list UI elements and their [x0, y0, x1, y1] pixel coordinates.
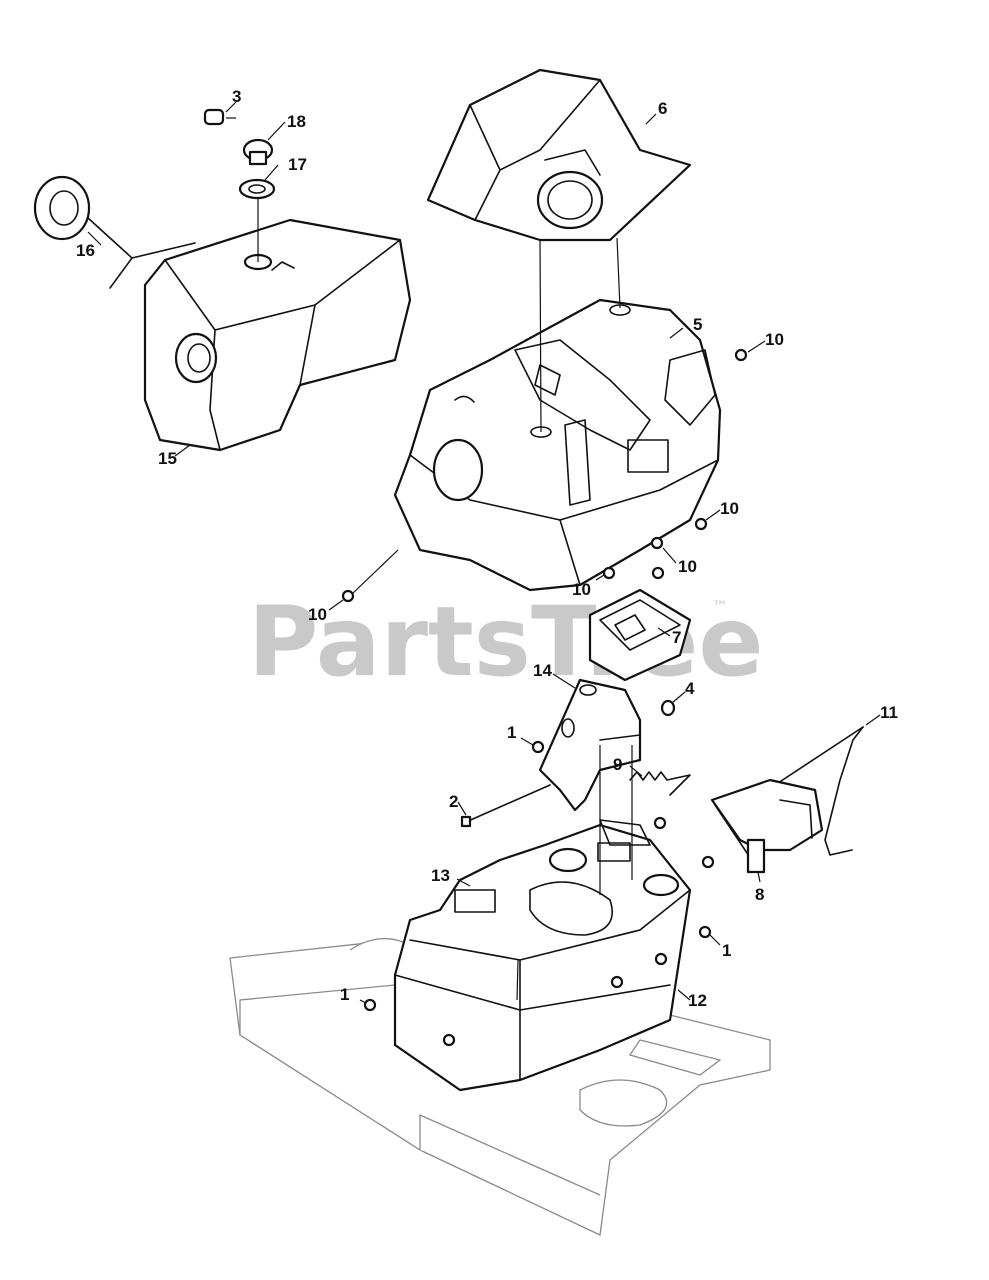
- callout-14: 14: [533, 661, 552, 680]
- callout-11: 11: [880, 703, 898, 722]
- part-3-pin: [203, 108, 225, 126]
- watermark-trademark: ™: [712, 597, 728, 616]
- callouts: 3 18 17 16 15 6 5 10 10 10 10 10 7 14 4 …: [76, 87, 898, 1010]
- callout-16: 16: [76, 241, 95, 260]
- fuel-tank-icon: [143, 218, 412, 452]
- part-17-grommet: [238, 178, 276, 200]
- callout-17: 17: [288, 155, 307, 174]
- callout-9: 9: [613, 755, 622, 774]
- callout-10a: 10: [765, 330, 784, 349]
- callout-1b: 1: [722, 941, 731, 960]
- callout-7: 7: [672, 628, 681, 647]
- callout-3: 3: [232, 87, 241, 106]
- callout-1c: 1: [340, 985, 349, 1004]
- fuel-cap-icon: [33, 175, 196, 289]
- console-base-icon: [393, 819, 692, 1092]
- callout-10b: 10: [720, 499, 739, 518]
- callout-10c: 10: [678, 557, 697, 576]
- callout-15: 15: [158, 449, 177, 468]
- bracket-icon: [538, 678, 676, 812]
- fuel-fitting-parts: [203, 108, 276, 200]
- bracket-icon: [588, 588, 692, 682]
- spring-icon: [629, 771, 691, 796]
- callout-10d: 10: [572, 580, 591, 599]
- dash-panel-icon: [393, 298, 722, 592]
- callout-10e: 10: [308, 605, 327, 624]
- console-cover-icon: [426, 68, 692, 242]
- callout-18: 18: [287, 112, 306, 131]
- callout-4: 4: [685, 679, 695, 698]
- callout-13: 13: [431, 866, 450, 885]
- pedal-icon: [710, 778, 824, 874]
- callout-12: 12: [688, 991, 707, 1010]
- callout-1a: 1: [507, 723, 516, 742]
- leader-lines: [87, 101, 881, 1004]
- callout-8: 8: [755, 885, 764, 904]
- callout-6: 6: [658, 99, 667, 118]
- bolt-icon: [341, 348, 748, 1047]
- rod-icon: [774, 726, 864, 856]
- rod-icon: [460, 784, 551, 828]
- callout-2: 2: [449, 792, 458, 811]
- callout-5: 5: [693, 315, 702, 334]
